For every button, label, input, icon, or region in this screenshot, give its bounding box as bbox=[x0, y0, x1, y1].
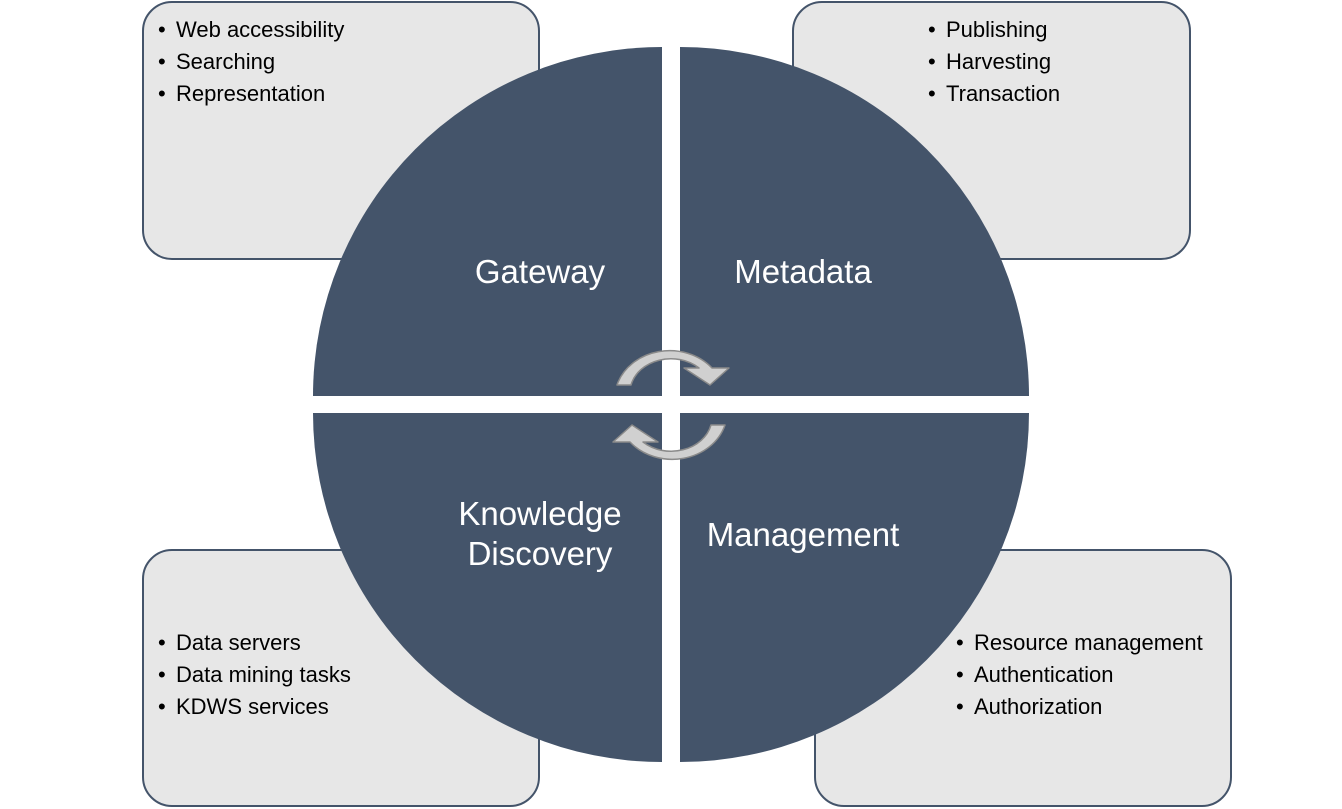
knowledge-discovery-label-line2: Discovery bbox=[467, 535, 613, 572]
gateway-quadrant bbox=[313, 47, 662, 396]
metadata-label-text: Metadata bbox=[734, 253, 872, 290]
management-feature-list: Resource management Authentication Autho… bbox=[956, 627, 1203, 723]
list-item: KDWS services bbox=[158, 691, 351, 723]
management-label: Management bbox=[683, 515, 923, 555]
clockwise-arrow-icon bbox=[616, 349, 730, 386]
metadata-label: Metadata bbox=[703, 252, 903, 292]
list-item: Data mining tasks bbox=[158, 659, 351, 691]
knowledge-discovery-label: Knowledge Discovery bbox=[420, 494, 660, 574]
list-item: Data servers bbox=[158, 627, 351, 659]
management-label-text: Management bbox=[706, 516, 900, 553]
gateway-label: Gateway bbox=[440, 252, 640, 292]
knowledge-discovery-quadrant bbox=[313, 413, 662, 762]
list-item: Resource management bbox=[956, 627, 1203, 659]
list-item: Authentication bbox=[956, 659, 1203, 691]
list-item: Publishing bbox=[928, 14, 1060, 46]
list-item: Representation bbox=[158, 78, 344, 110]
knowledge-discovery-feature-list: Data servers Data mining tasks KDWS serv… bbox=[158, 627, 351, 723]
gateway-feature-list: Web accessibility Searching Representati… bbox=[158, 14, 344, 110]
clockwise-arrow-icon bbox=[612, 424, 726, 461]
list-item: Authorization bbox=[956, 691, 1203, 723]
metadata-quadrant bbox=[680, 47, 1029, 396]
management-quadrant bbox=[680, 413, 1029, 762]
list-item: Harvesting bbox=[928, 46, 1060, 78]
gateway-label-text: Gateway bbox=[474, 253, 606, 290]
list-item: Transaction bbox=[928, 78, 1060, 110]
list-item: Web accessibility bbox=[158, 14, 344, 46]
list-item: Searching bbox=[158, 46, 344, 78]
metadata-feature-list: Publishing Harvesting Transaction bbox=[928, 14, 1060, 110]
knowledge-discovery-label-line1: Knowledge bbox=[458, 495, 622, 532]
